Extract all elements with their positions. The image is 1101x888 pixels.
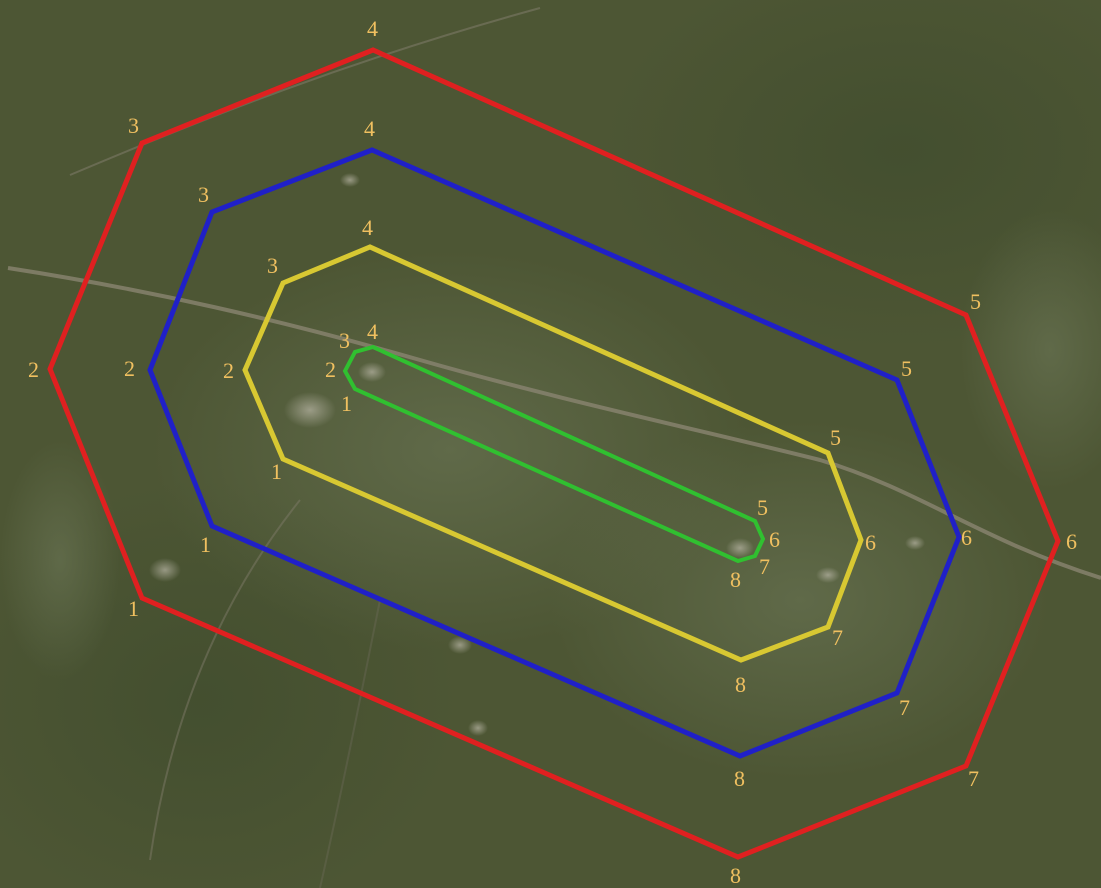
vertex-label-second-6: 6: [961, 525, 972, 550]
vertex-label-second-2: 2: [124, 356, 135, 381]
contour-second: [147, 147, 962, 759]
vertex-label-inner-5: 5: [757, 495, 768, 520]
vertex-label-third-2: 2: [223, 358, 234, 383]
vertex-label-outer-2: 2: [28, 357, 39, 382]
vertex-label-inner-4: 4: [367, 319, 378, 344]
track-main: [7, 266, 1101, 580]
vertex-label-outer-8: 8: [730, 863, 741, 888]
vertex-label-second-3: 3: [198, 182, 209, 207]
contour-inner: [342, 344, 766, 564]
vertex-label-outer-6: 6: [1066, 529, 1077, 554]
vertex-label-third-3: 3: [267, 253, 278, 278]
vertex-label-outer-1: 1: [128, 596, 139, 621]
dirt-tracks: [7, 7, 1101, 888]
vertex-label-outer-5: 5: [970, 289, 981, 314]
vertex-label-inner-3: 3: [339, 328, 350, 353]
vertex-label-second-4: 4: [364, 116, 375, 141]
vertex-label-outer-7: 7: [968, 766, 979, 791]
vertex-label-third-1: 1: [271, 459, 282, 484]
vertex-label-second-8: 8: [734, 766, 745, 791]
vertex-label-inner-2: 2: [325, 357, 336, 382]
vertex-label-second-1: 1: [200, 532, 211, 557]
vertex-label-third-8: 8: [735, 672, 746, 697]
contour-third: [242, 244, 864, 663]
vertex-label-outer-4: 4: [367, 16, 378, 41]
contour-outer: [47, 47, 1061, 860]
vertex-label-inner-8: 8: [730, 567, 741, 592]
vertex-label-third-4: 4: [362, 215, 373, 240]
vertex-label-third-5: 5: [830, 425, 841, 450]
track-south-2: [319, 599, 381, 888]
vertex-label-inner-7: 7: [759, 554, 770, 579]
track-south: [149, 499, 301, 861]
vertex-label-third-6: 6: [865, 530, 876, 555]
vertex-label-second-7: 7: [899, 695, 910, 720]
track-diagonal: [69, 7, 541, 176]
vertex-label-inner-6: 6: [769, 527, 780, 552]
vertex-label-second-5: 5: [901, 356, 912, 381]
vertex-label-inner-1: 1: [341, 391, 352, 416]
vertex-label-third-7: 7: [832, 625, 843, 650]
vertex-label-outer-3: 3: [128, 113, 139, 138]
